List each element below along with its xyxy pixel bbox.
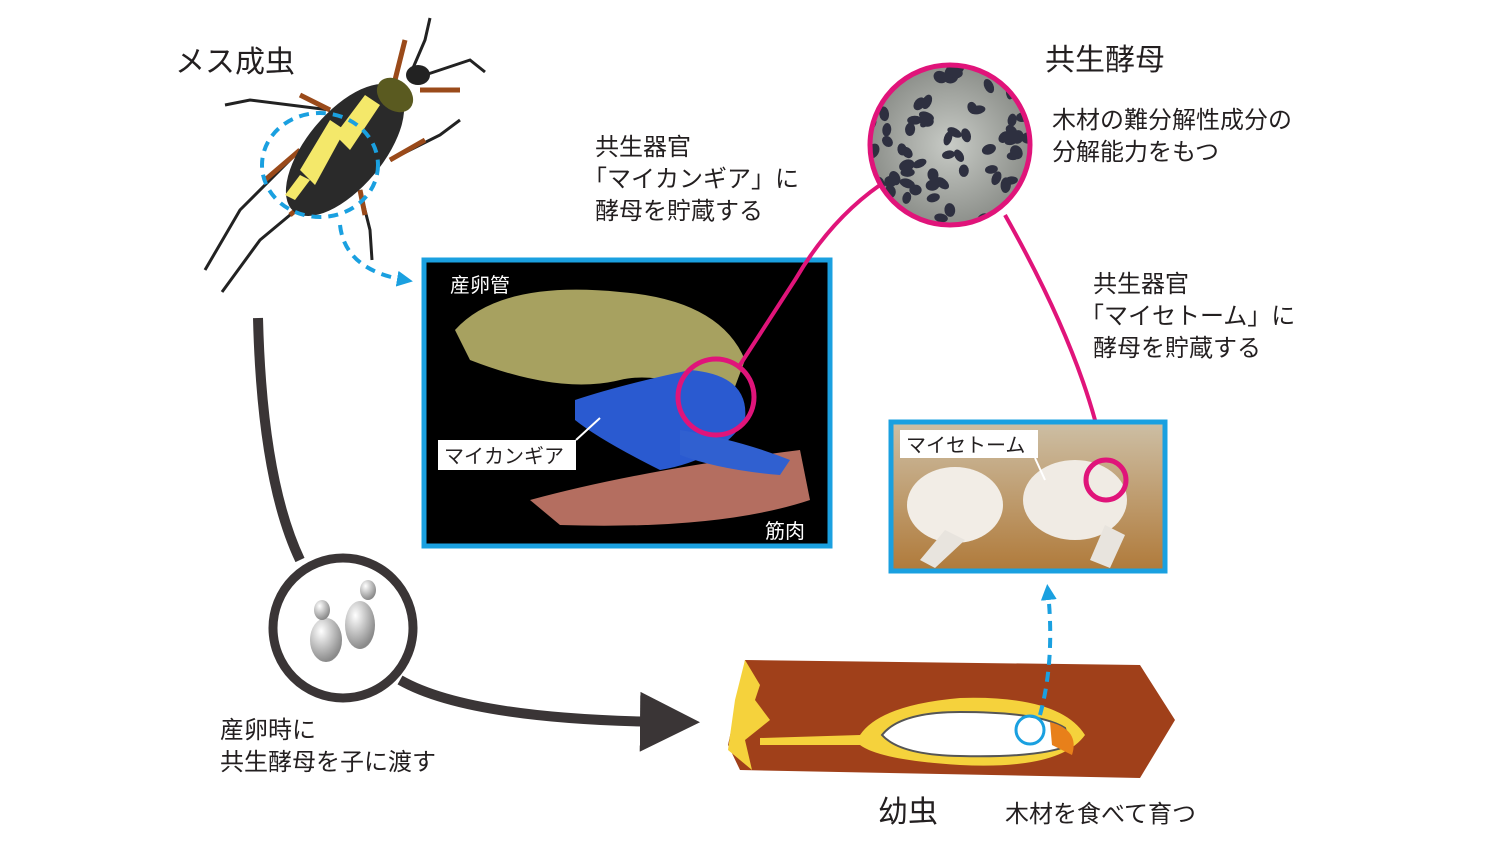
dashed-arrow-to-mycetome bbox=[1038, 584, 1057, 716]
yeast-cell bbox=[913, 97, 926, 111]
mycetome-photo: マイセトーム bbox=[888, 419, 1168, 574]
lifecycle-arrow-down bbox=[253, 317, 305, 563]
yeast-cell bbox=[1017, 207, 1028, 220]
yeast-cell bbox=[985, 165, 998, 174]
yeast-cell bbox=[1000, 177, 1011, 193]
ovipositor-label: 産卵管 bbox=[450, 273, 510, 297]
larva-label: 幼虫 bbox=[878, 795, 938, 830]
yeast-cell bbox=[879, 106, 890, 122]
yeast-cell bbox=[1012, 130, 1024, 144]
yeast-cell bbox=[953, 149, 965, 162]
yeast-cell bbox=[943, 131, 953, 146]
yeast-cell bbox=[967, 101, 978, 114]
connector-yeast-mycetome bbox=[1003, 214, 1104, 461]
yeast-cell bbox=[890, 67, 903, 71]
yeast-cell bbox=[912, 158, 927, 169]
yeast-cell bbox=[927, 168, 939, 182]
adult-female-label: メス成虫 bbox=[175, 45, 295, 80]
yeast-cell bbox=[998, 131, 1010, 143]
mycangia-tag bbox=[438, 440, 576, 470]
yeast-cell bbox=[961, 128, 972, 143]
yeast-cell bbox=[897, 143, 907, 156]
yeast-cell bbox=[1021, 132, 1028, 144]
yeast-cell bbox=[899, 159, 915, 172]
yeast-cell bbox=[882, 123, 892, 137]
yeast-cell bbox=[882, 136, 893, 147]
yeast-cell bbox=[877, 67, 892, 79]
connector-mycangia-yeast bbox=[736, 183, 882, 370]
symbiotic-yeast-label: 共生酵母 bbox=[1045, 43, 1165, 78]
yeast-cell bbox=[991, 171, 1002, 186]
yeast-cell bbox=[958, 164, 969, 177]
yeast-cell bbox=[944, 203, 956, 217]
yeast-cell bbox=[983, 79, 995, 94]
yeast-cell bbox=[934, 213, 948, 223]
yeast-cell bbox=[933, 70, 948, 84]
yeast-micrograph bbox=[867, 62, 1033, 228]
yeast-cell bbox=[942, 150, 955, 160]
yeast-cell bbox=[878, 69, 888, 83]
mycetome-note: 共生器官 「マイセトーム」に 酵母を貯蔵する bbox=[1080, 270, 1303, 362]
yeast-cell bbox=[981, 143, 996, 155]
lifecycle-arrow-to-larva bbox=[397, 675, 700, 752]
wood-log-with-larva bbox=[728, 584, 1175, 778]
mycangia-label: マイカンギア bbox=[444, 444, 564, 468]
yeast-cell bbox=[899, 178, 915, 189]
eggs-circle bbox=[268, 553, 418, 703]
transfer-note: 産卵時に 共生酵母を子に渡す bbox=[220, 716, 436, 776]
muscle-label: 筋肉 bbox=[765, 519, 805, 543]
yeast-cell bbox=[884, 174, 899, 188]
mycangia-note: 共生器官 「マイカンギア」に 酵母を貯蔵する bbox=[583, 133, 807, 225]
yeast-note: 木材の難分解性成分の 分解能力をもつ bbox=[1052, 106, 1300, 166]
mycangia-3d-image: マイカンギア 産卵管 筋肉 bbox=[421, 257, 833, 549]
adult-beetle-illustration bbox=[203, 17, 486, 293]
yeast-cell bbox=[1007, 113, 1017, 127]
yeast-cell bbox=[907, 115, 923, 125]
mycetome-label: マイセトーム bbox=[906, 433, 1025, 457]
mycangia-highlight-circle bbox=[260, 111, 380, 219]
yeast-cell bbox=[918, 114, 934, 127]
yeast-cell bbox=[905, 122, 916, 136]
yeast-cell bbox=[902, 191, 912, 204]
yeast-cell bbox=[925, 179, 940, 191]
yeast-cell bbox=[872, 143, 880, 159]
yeast-cell bbox=[926, 193, 940, 203]
yeast-cell bbox=[1006, 151, 1020, 161]
dashed-arrow-to-mycangia bbox=[338, 224, 413, 287]
larva-note: 木材を食べて育つ bbox=[1005, 800, 1196, 828]
yeast-cell bbox=[950, 68, 963, 79]
